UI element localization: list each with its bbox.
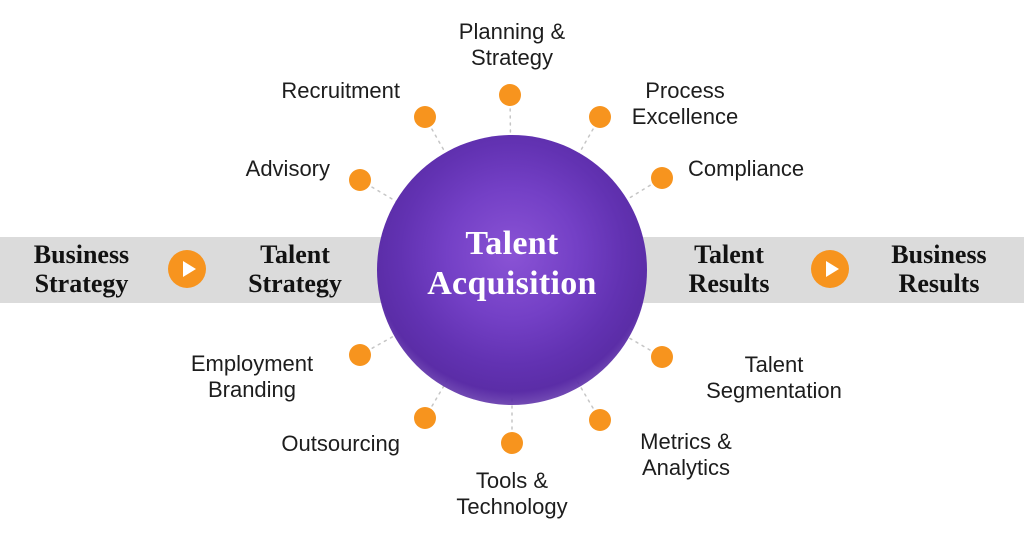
spoke-label-metrics-analytics: Metrics & Analytics — [640, 429, 732, 480]
spoke-label-recruitment: Recruitment — [281, 78, 400, 103]
spoke-label-tools-technology: Tools & Technology — [456, 468, 568, 519]
play-arrow-icon — [811, 250, 849, 288]
spoke-label-process-excellence: Process Excellence — [631, 78, 739, 129]
spoke-label-employment-branding: Employment Branding — [190, 351, 314, 402]
flow-business-strategy: Business Strategy — [33, 240, 130, 298]
play-arrow-icon — [168, 250, 206, 288]
play-triangle-icon — [182, 261, 196, 277]
spoke-label-outsourcing: Outsourcing — [281, 431, 400, 456]
flow-business-results: Business Results — [891, 240, 987, 298]
spoke-label-advisory: Advisory — [245, 156, 330, 181]
spoke-dot-outsourcing — [414, 407, 436, 429]
spoke-dot-talent-segmentation — [651, 346, 673, 368]
spoke-dot-employment-branding — [349, 344, 371, 366]
play-triangle-icon — [825, 261, 839, 277]
spoke-dot-compliance — [651, 167, 673, 189]
flow-talent-results: Talent Results — [688, 240, 770, 298]
spoke-dot-planning-strategy — [499, 84, 521, 106]
spoke-dot-advisory — [349, 169, 371, 191]
flow-talent-strategy: Talent Strategy — [248, 240, 342, 298]
spoke-dot-tools-technology — [501, 432, 523, 454]
center-title: Talent Acquisition — [427, 225, 597, 302]
spoke-label-planning-strategy: Planning & Strategy — [458, 19, 566, 70]
spoke-label-compliance: Compliance — [688, 156, 805, 181]
spoke-dot-metrics-analytics — [589, 409, 611, 431]
spoke-label-talent-segmentation: Talent Segmentation — [706, 352, 842, 403]
spoke-dot-recruitment — [414, 106, 436, 128]
